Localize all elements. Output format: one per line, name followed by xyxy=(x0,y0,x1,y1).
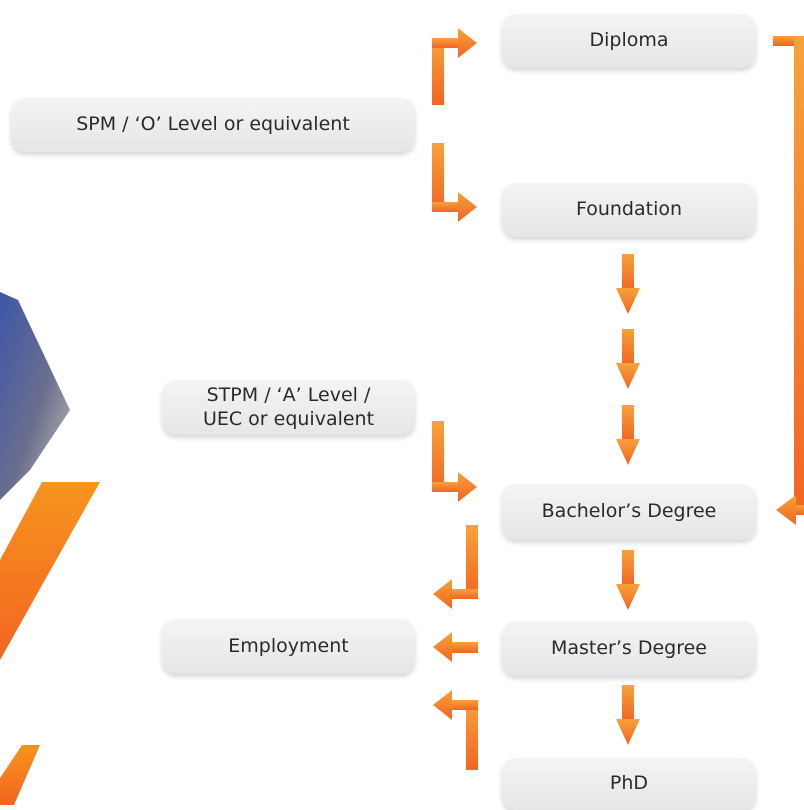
arrow-foundation-down-2 xyxy=(616,329,640,389)
arrow-bachelor-to-employment xyxy=(433,525,478,609)
arrow-diploma-to-bachelor xyxy=(773,36,804,525)
node-foundation: Foundation xyxy=(502,183,756,237)
node-employment: Employment xyxy=(162,619,415,674)
node-stpm-a-level: STPM / ‘A’ Level / UEC or equivalent xyxy=(162,380,415,435)
arrow-master-to-employment xyxy=(433,632,478,662)
node-bachelors-degree: Bachelor’s Degree xyxy=(502,484,756,540)
orange-stripe-bottom xyxy=(0,745,40,805)
arrow-foundation-down-3 xyxy=(616,405,640,465)
arrow-foundation-down-1 xyxy=(616,254,640,314)
node-spm-o-level: SPM / ‘O’ Level or equivalent xyxy=(11,98,415,152)
arrow-phd-to-employment xyxy=(433,690,478,770)
arrow-spm-to-foundation xyxy=(432,143,477,222)
arrow-master-to-phd xyxy=(616,685,640,745)
node-masters-degree: Master’s Degree xyxy=(502,621,756,676)
arrow-spm-to-diploma xyxy=(432,28,477,105)
orange-stripe xyxy=(0,482,100,660)
photo-chevron xyxy=(0,292,70,500)
node-diploma: Diploma xyxy=(502,14,756,68)
arrow-bachelor-to-master xyxy=(616,550,640,610)
arrow-stpm-to-bachelor xyxy=(432,421,477,502)
node-phd: PhD xyxy=(502,758,756,810)
